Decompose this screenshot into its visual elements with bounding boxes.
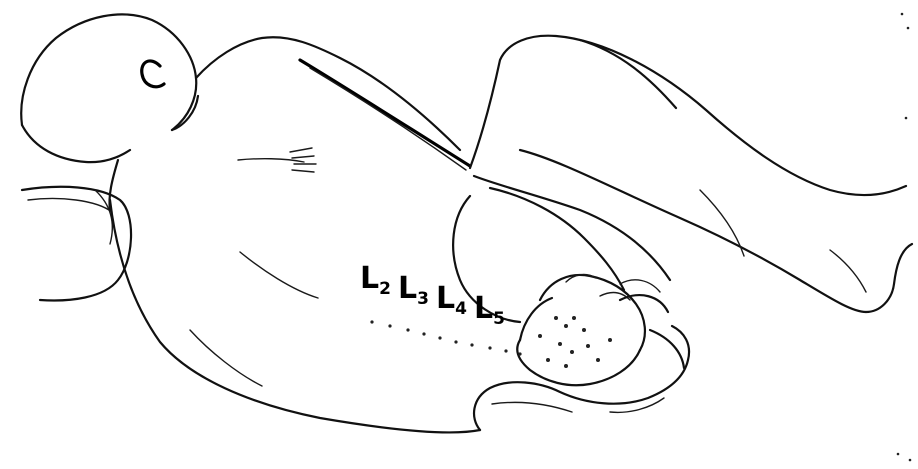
label-l3: L3: [398, 271, 429, 309]
label-l5: L5: [474, 291, 505, 329]
pillow: [22, 187, 131, 301]
scan-specks: [897, 13, 912, 462]
patient-body-outline: [21, 14, 480, 432]
vertebra-labels: L2 L3 L4 L5: [360, 261, 505, 329]
flexed-legs: [453, 36, 912, 322]
label-l2: L2: [360, 261, 391, 299]
